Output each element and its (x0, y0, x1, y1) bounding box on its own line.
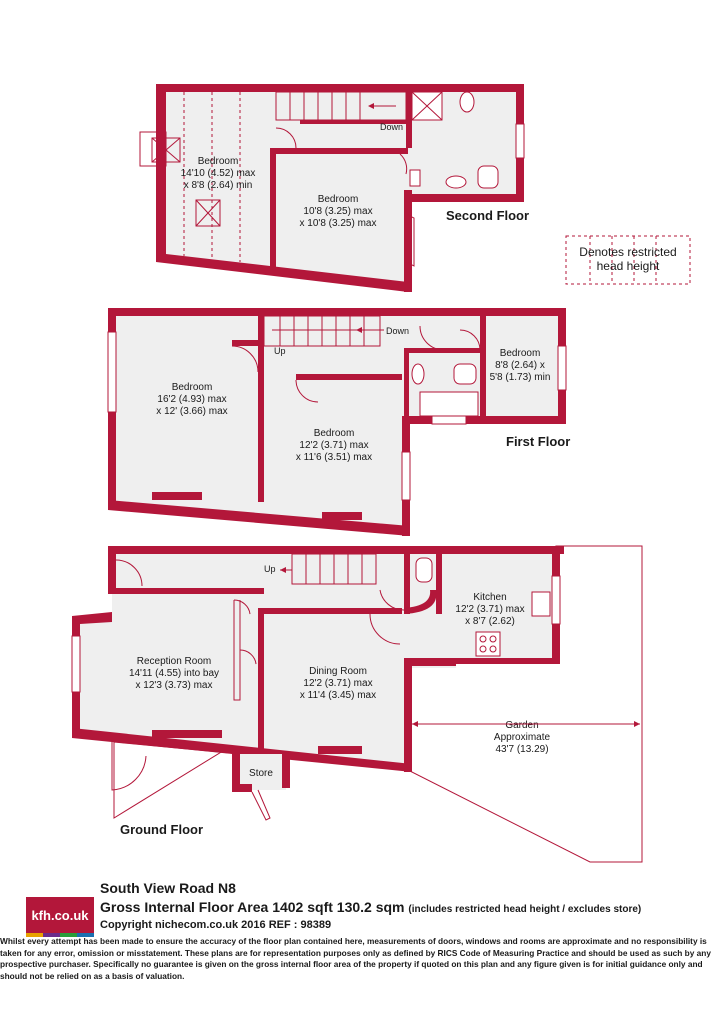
stairs-down-label: Down (386, 326, 409, 336)
room-dims: 43'7 (13.29) (495, 744, 548, 755)
room-dims: 8'8 (2.64) x (495, 360, 545, 371)
room-name: Bedroom (172, 382, 213, 393)
store (232, 752, 290, 821)
floor-title: Ground Floor (120, 822, 203, 837)
room-name: Reception Room (137, 656, 211, 667)
room-dims: x 12' (3.66) max (156, 406, 227, 417)
room-dims: x 11'4 (3.45) max (300, 690, 376, 701)
room-dims: 10'8 (3.25) max (303, 206, 372, 217)
second-floor: Bedroom 14'10 (4.52) max x 8'8 (2.64) mi… (139, 84, 529, 292)
legend-line-2: head height (597, 259, 660, 273)
stairs-first (263, 315, 384, 347)
first-floor: Bedroom 16'2 (4.93) max x 12' (3.66) max… (107, 308, 570, 536)
room-name: Kitchen (473, 592, 506, 603)
room-dims: 12'2 (3.71) max (299, 440, 368, 451)
floor-plan: Bedroom 14'10 (4.52) max x 8'8 (2.64) mi… (71, 84, 691, 863)
ground-floor: Reception Room 14'11 (4.55) into bay x 1… (71, 545, 643, 863)
property-address: South View Road N8 (100, 880, 236, 896)
room-dims: 14'11 (4.55) into bay (129, 668, 219, 679)
room-dims: x 8'8 (2.64) min (184, 180, 253, 191)
copyright: Copyright nichecom.co.uk 2016 REF : 9838… (100, 919, 332, 931)
room-name: Bedroom (500, 348, 541, 359)
floor-title: First Floor (506, 434, 570, 449)
stairs-ground (280, 553, 377, 585)
room-dims: 12'2 (3.71) max (303, 678, 372, 689)
room-dims: x 11'6 (3.51) max (296, 452, 372, 463)
legend-line-1: Denotes restricted (579, 245, 676, 259)
stairs-up-label: Up (274, 346, 286, 356)
room-name: Bedroom (198, 156, 239, 167)
stairs-second (275, 91, 407, 121)
room-dims: 5'8 (1.73) min (490, 372, 551, 383)
kfh-logo: kfh.co.uk (26, 897, 94, 933)
room-name: Store (249, 768, 273, 779)
floor-area: Gross Internal Floor Area 1402 sqft 130.… (100, 899, 641, 915)
disclaimer: Whilst every attempt has been made to en… (0, 936, 711, 981)
room-name: Dining Room (309, 666, 367, 677)
room-dims: Approximate (494, 732, 551, 743)
floor-area-main: Gross Internal Floor Area 1402 sqft 130.… (100, 899, 405, 915)
restricted-height-legend: Denotes restricted head height (565, 235, 691, 285)
floor-title: Second Floor (446, 208, 529, 223)
room-dims: 12'2 (3.71) max (455, 604, 524, 615)
room-dims: 16'2 (4.93) max (157, 394, 226, 405)
room-dims: 14'10 (4.52) max (181, 168, 256, 179)
room-dims: x 12'3 (3.73) max (136, 680, 213, 691)
stairs-label: Down (380, 122, 403, 132)
room-dims: x 8'7 (2.62) (465, 616, 515, 627)
stairs-up-label: Up (264, 564, 276, 574)
room-name: Bedroom (314, 428, 355, 439)
floor-area-note: (includes restricted head height / exclu… (408, 904, 642, 915)
logo-color-bars (26, 933, 94, 937)
room-name: Garden (505, 720, 538, 731)
room-dims: x 10'8 (3.25) max (300, 218, 377, 229)
room-name: Bedroom (318, 194, 359, 205)
